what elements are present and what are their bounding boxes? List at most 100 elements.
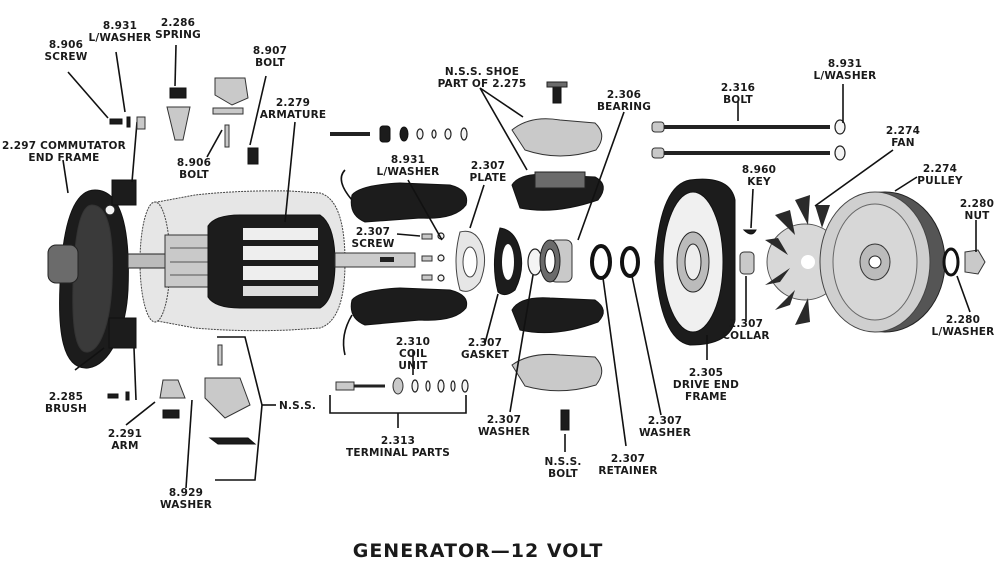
svg-text:2.307: 2.307: [611, 453, 645, 465]
svg-text:2.274: 2.274: [886, 125, 920, 137]
svg-text:8.929: 8.929: [169, 487, 203, 499]
svg-text:L/WASHER: L/WASHER: [377, 166, 440, 178]
svg-text:PLATE: PLATE: [469, 172, 506, 184]
label-plate-2307: 2.307 PLATE: [469, 160, 506, 184]
bearing-part: [539, 239, 573, 283]
label-drive-end-frame-2305: 2.305 DRIVE END FRAME: [673, 367, 739, 403]
svg-text:COIL: COIL: [399, 348, 427, 360]
svg-text:WASHER: WASHER: [639, 427, 691, 439]
svg-text:2.286: 2.286: [161, 17, 195, 29]
svg-text:L/WASHER: L/WASHER: [814, 70, 877, 82]
leader-lines: [62, 44, 977, 489]
field-coil-top-part: [350, 182, 468, 223]
svg-text:NUT: NUT: [964, 210, 990, 222]
arm-bottom-part: [159, 379, 186, 399]
svg-text:2.280: 2.280: [960, 198, 994, 210]
label-nss-bracket: N.S.S.: [279, 400, 316, 412]
armature-part: [127, 214, 416, 309]
label-retainer-2307: 2.307 RETAINER: [598, 453, 657, 477]
drive-end-frame-part: [654, 178, 736, 346]
svg-text:SCREW: SCREW: [44, 51, 87, 63]
label-bolt-8906: 8.906 BOLT: [177, 157, 211, 181]
svg-text:ARM: ARM: [111, 440, 138, 452]
svg-text:2.297 COMMUTATOR: 2.297 COMMUTATOR: [2, 140, 126, 152]
washer-2307-b-part: [620, 246, 640, 278]
label-bolt-8907: 8.907 BOLT: [253, 45, 287, 69]
svg-text:BRUSH: BRUSH: [45, 403, 87, 415]
label-bolt-2316: 2.316 BOLT: [721, 82, 755, 106]
svg-text:2.313: 2.313: [381, 435, 415, 447]
svg-text:BOLT: BOLT: [548, 468, 578, 480]
bolt-8906-part: [224, 124, 230, 148]
spring-bottom-part: [162, 409, 180, 419]
label-bolt-nss: N.S.S. BOLT: [544, 456, 581, 480]
svg-text:2.310: 2.310: [396, 336, 430, 348]
label-washer-8929: 8.929 WASHER: [160, 487, 212, 511]
pole-shoe-bottom-b-part: [511, 354, 603, 392]
svg-text:8.931: 8.931: [828, 58, 862, 70]
label-collar-2307: 2.307 COLLAR: [722, 318, 769, 342]
svg-text:FRAME: FRAME: [685, 391, 727, 403]
svg-text:N.S.S. SHOE: N.S.S. SHOE: [445, 66, 519, 78]
svg-text:SPRING: SPRING: [155, 29, 201, 41]
label-lwasher-8931-right: 8.931 L/WASHER: [814, 58, 877, 82]
brush-bottom-part: [108, 317, 137, 349]
label-lwasher-8931-top: 8.931 L/WASHER: [89, 20, 152, 44]
svg-text:2.307: 2.307: [356, 226, 390, 238]
terminal-stud-top-part: [330, 125, 468, 143]
svg-text:8.931: 8.931: [103, 20, 137, 32]
lwasher-8931-part: [126, 116, 131, 128]
svg-text:2.307: 2.307: [487, 414, 521, 426]
label-arm-2291: 2.291 ARM: [108, 428, 142, 452]
svg-text:2.274: 2.274: [923, 163, 957, 175]
svg-text:2.291: 2.291: [108, 428, 142, 440]
svg-text:WASHER: WASHER: [160, 499, 212, 511]
svg-text:8.931: 8.931: [391, 154, 425, 166]
svg-text:2.316: 2.316: [721, 82, 755, 94]
label-screw-2307: 2.307 SCREW: [351, 226, 394, 250]
svg-text:KEY: KEY: [747, 176, 771, 188]
field-coil-bottom-part: [350, 287, 468, 326]
svg-text:2.307: 2.307: [648, 415, 682, 427]
label-nut-2280: 2.280 NUT: [960, 198, 994, 222]
svg-text:L/WASHER: L/WASHER: [932, 326, 995, 338]
label-key-8960: 8.960 KEY: [742, 164, 776, 188]
svg-text:BEARING: BEARING: [597, 101, 651, 113]
pulley-part: [819, 191, 946, 333]
label-fan-2274: 2.274 FAN: [886, 125, 920, 149]
brush-terminal-part: [136, 116, 146, 130]
svg-text:8.906: 8.906: [49, 39, 83, 51]
svg-text:2.280: 2.280: [946, 314, 980, 326]
svg-text:2.306: 2.306: [607, 89, 641, 101]
label-commutator-end-frame-2297: 2.297 COMMUTATOR END FRAME: [2, 140, 126, 164]
screw-8906-part: [109, 118, 123, 125]
svg-text:2.279: 2.279: [276, 97, 310, 109]
bolt-8907-part: [247, 147, 259, 165]
label-washer-2307-b: 2.307 WASHER: [639, 415, 691, 439]
label-brush-2285: 2.285 BRUSH: [45, 391, 87, 415]
label-bearing-2306: 2.306 BEARING: [597, 89, 651, 113]
label-lwasher-8931-mid: 8.931 L/WASHER: [377, 154, 440, 178]
svg-text:2.285: 2.285: [49, 391, 83, 403]
diagram-title: GENERATOR—12 VOLT: [353, 540, 604, 562]
svg-text:RETAINER: RETAINER: [598, 465, 657, 477]
collar-part: [739, 251, 755, 275]
label-pulley-2274: 2.274 PULLEY: [917, 163, 963, 187]
pole-shoe-screws-part: [421, 232, 445, 282]
svg-text:WASHER: WASHER: [478, 426, 530, 438]
spring-top-part: [169, 87, 187, 99]
svg-text:TERMINAL PARTS: TERMINAL PARTS: [346, 447, 450, 459]
svg-text:PART OF 2.275: PART OF 2.275: [438, 78, 527, 90]
retainer-part: [590, 244, 612, 280]
svg-text:8.960: 8.960: [742, 164, 776, 176]
commutator-end-frame-part: [47, 189, 129, 369]
svg-text:BOLT: BOLT: [723, 94, 753, 106]
svg-text:BOLT: BOLT: [255, 57, 285, 69]
label-coil-unit-2310: 2.310 COIL UNIT: [396, 336, 430, 372]
label-terminal-parts-2313: 2.313 TERMINAL PARTS: [346, 435, 450, 459]
bracket-top-part: [214, 77, 249, 106]
brush-top-part: [111, 179, 137, 206]
svg-text:L/WASHER: L/WASHER: [89, 32, 152, 44]
svg-text:2.307: 2.307: [471, 160, 505, 172]
key-part: [742, 229, 757, 235]
